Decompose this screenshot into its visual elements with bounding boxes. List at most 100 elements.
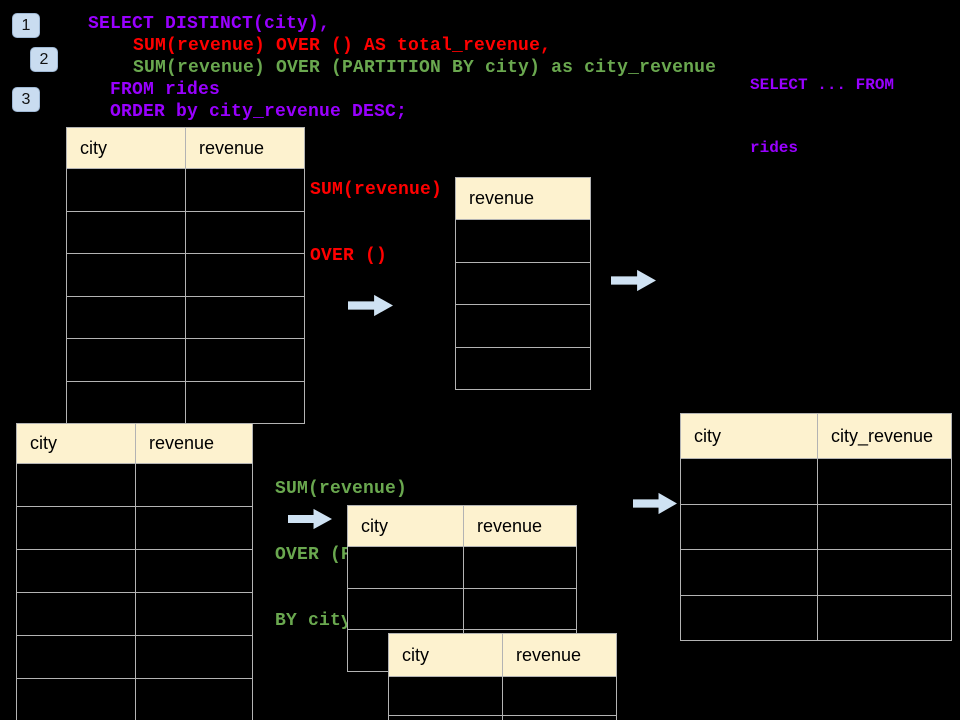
table-cell [67, 169, 185, 211]
table-cell [17, 550, 135, 592]
table-row [17, 678, 252, 720]
table-header-cell: revenue [185, 128, 304, 168]
table-header-cell: city [348, 506, 463, 546]
step-badge-3: 3 [12, 87, 40, 112]
table-header-cell: city [681, 414, 817, 458]
table-row [389, 676, 616, 715]
table-row [67, 168, 304, 211]
table-cell [67, 381, 185, 423]
table-row [456, 304, 590, 347]
table-cell [135, 636, 252, 678]
label-total-line-2: OVER () [310, 246, 388, 266]
table-total-result: revenue [455, 177, 591, 390]
sql-code-line-select: SELECT DISTINCT(city), [88, 14, 331, 34]
table-cell [502, 677, 616, 715]
table-cell [17, 593, 135, 635]
table-row [17, 592, 252, 635]
side-note-line-2: rides [750, 139, 799, 157]
label-partition-line-1: SUM(revenue) [275, 479, 408, 499]
table-row [681, 503, 951, 549]
table-header-cell: city_revenue [817, 414, 951, 458]
table-row [17, 549, 252, 592]
step-badge-2: 2 [30, 47, 58, 72]
table-cell [348, 547, 463, 588]
table-cell [135, 507, 252, 549]
flow-arrow-from-total [611, 269, 656, 292]
table-cell [681, 550, 817, 595]
table-row [456, 219, 590, 262]
table-cell [67, 296, 185, 338]
table-row [681, 458, 951, 504]
table-cell [817, 550, 951, 595]
window-fn-label-total: SUM(revenue) OVER () [310, 135, 442, 311]
table-cell [67, 339, 185, 381]
table-cell [135, 679, 252, 720]
table-cell [817, 504, 951, 549]
table-cell [17, 507, 135, 549]
flow-arrow-to-result [633, 492, 677, 515]
table-row [67, 253, 304, 296]
table-header-cell: city [389, 634, 502, 676]
table-cell [463, 547, 576, 588]
table-cell [135, 550, 252, 592]
table-row [681, 549, 951, 595]
table-header-cell: revenue [463, 506, 576, 546]
table-cell [185, 381, 304, 423]
table-cell [185, 339, 304, 381]
table-cell [502, 716, 616, 720]
table-row [67, 380, 304, 423]
table-cell [456, 305, 590, 347]
table-cell [456, 347, 590, 389]
table-header-cell: city [67, 128, 185, 168]
table-row [67, 210, 304, 253]
table-cell [17, 636, 135, 678]
table-cell [348, 588, 463, 629]
sql-code-line-total-revenue: SUM(revenue) OVER () AS total_revenue, [133, 36, 552, 56]
table-row [456, 261, 590, 304]
table-row [67, 338, 304, 381]
table-cell [185, 169, 304, 211]
sql-code-line-order-by: ORDER by city_revenue DESC; [110, 102, 408, 122]
table-row [17, 506, 252, 549]
table-row [17, 463, 252, 506]
table-header-cell: revenue [135, 424, 252, 463]
table-cell [135, 464, 252, 506]
table-cell [389, 716, 502, 720]
table-row [17, 635, 252, 678]
table-row [348, 546, 576, 588]
label-total-line-1: SUM(revenue) [310, 180, 443, 200]
table-cell [135, 593, 252, 635]
side-note-code: SELECT ... FROM rides [750, 33, 894, 201]
table-cell [681, 595, 817, 640]
table-cell [389, 677, 502, 715]
table-cell [67, 211, 185, 253]
table-cell [817, 595, 951, 640]
table-cell [456, 220, 590, 262]
table-cell [681, 504, 817, 549]
table-cell [456, 262, 590, 304]
table-row [456, 346, 590, 389]
table-cell [817, 459, 951, 504]
table-row [348, 587, 576, 629]
step-badge-1: 1 [12, 13, 40, 38]
table-header-cell: city [17, 424, 135, 463]
table-cell [17, 679, 135, 720]
table-cell [185, 254, 304, 296]
table-cell [185, 296, 304, 338]
table-cell [681, 459, 817, 504]
table-row [681, 594, 951, 640]
table-header-row: revenue [456, 178, 590, 219]
table-row [67, 295, 304, 338]
table-header-cell: revenue [502, 634, 616, 676]
sql-code-line-city-revenue: SUM(revenue) OVER (PARTITION BY city) as… [133, 58, 717, 78]
table-cell [185, 211, 304, 253]
